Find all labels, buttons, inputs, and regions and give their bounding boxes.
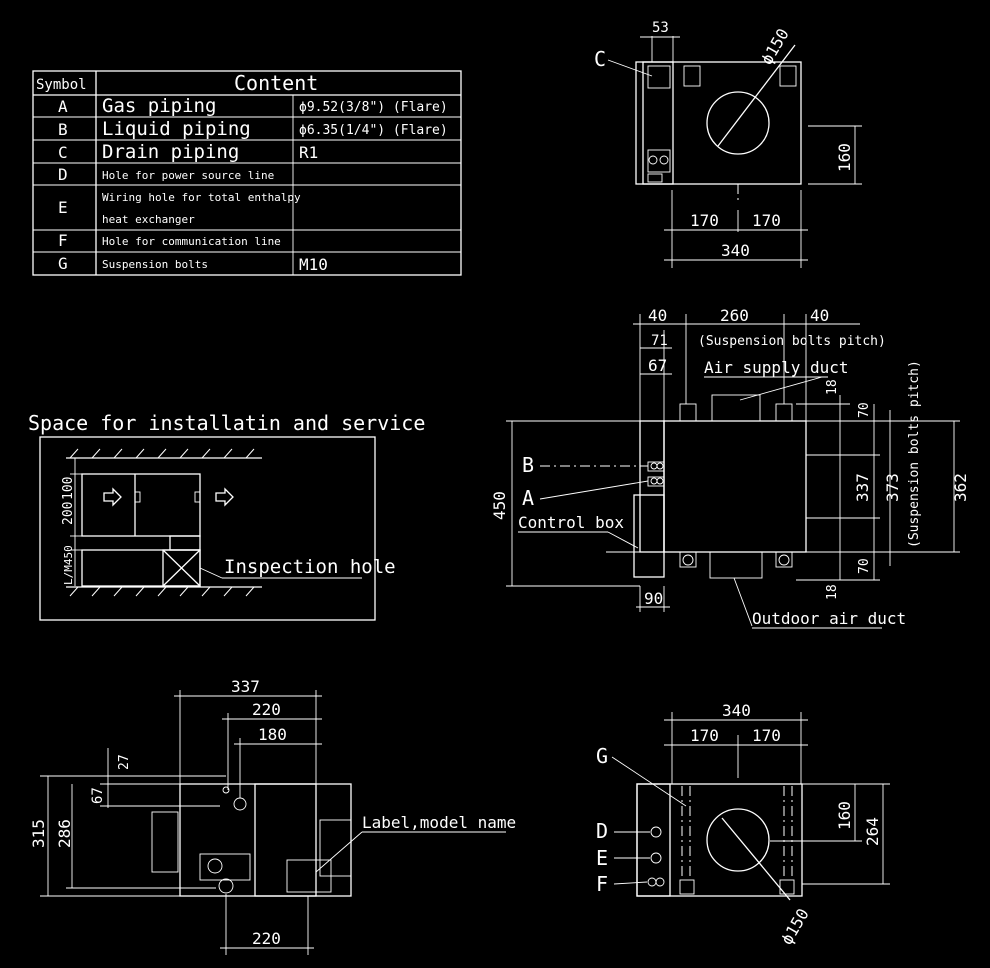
- table-symbol-b: B: [58, 120, 68, 139]
- table-symbol-c: C: [58, 143, 68, 162]
- rear-dim-160: 160: [835, 801, 854, 830]
- table-spec-c: R1: [299, 143, 318, 162]
- top-pitch-note-v: (Suspension bolts pitch): [907, 360, 922, 548]
- installation-space-view: Space for installatin and service: [28, 411, 425, 621]
- side-dim-180: 180: [258, 725, 287, 744]
- top-dim-40a: 40: [648, 306, 667, 325]
- table-spec-a: ϕ9.52(3/8") (Flare): [299, 100, 448, 115]
- symbol-table: Symbol Content A Gas piping ϕ9.52(3/8") …: [32, 70, 462, 276]
- top-pitch-note: (Suspension bolts pitch): [698, 334, 886, 349]
- rear-label-d: D: [596, 819, 608, 843]
- front-view: ϕ150 53 C 160 170 170 340: [594, 20, 862, 268]
- table-header-symbol: Symbol: [36, 77, 87, 93]
- front-dim-53: 53: [652, 20, 669, 36]
- front-dim-340: 340: [721, 241, 750, 260]
- table-symbol-a: A: [58, 97, 68, 116]
- rear-dim-170a: 170: [690, 726, 719, 745]
- top-dim-70a: 70: [857, 402, 872, 418]
- outdoor-air-duct-label: Outdoor air duct: [752, 609, 906, 628]
- table-spec-b: ϕ6.35(1/4") (Flare): [299, 123, 448, 138]
- table-content-a: Gas piping: [102, 95, 216, 117]
- top-dim-67: 67: [648, 356, 667, 375]
- top-dim-90: 90: [644, 589, 663, 608]
- front-dim-170b: 170: [752, 211, 781, 230]
- table-symbol-f: F: [58, 231, 68, 250]
- table-content-g: Suspension bolts: [102, 258, 208, 271]
- inspection-hole-label: Inspection hole: [224, 556, 396, 578]
- rear-dim-264: 264: [863, 817, 882, 846]
- rear-label-g: G: [596, 744, 608, 768]
- side-dim-286: 286: [55, 819, 74, 848]
- table-content-e: Wiring hole for total enthalpy: [102, 191, 301, 204]
- side-dim-27: 27: [117, 754, 132, 770]
- table-symbol-e: E: [58, 198, 68, 217]
- top-view: 40 260 40 71 (Suspension bolts pitch) 67…: [490, 306, 970, 629]
- air-supply-duct-label: Air supply duct: [704, 358, 849, 377]
- table-symbol-d: D: [58, 165, 68, 184]
- top-label-a: A: [522, 486, 534, 510]
- top-dim-373: 373: [883, 473, 902, 502]
- rear-label-f: F: [596, 872, 608, 896]
- space-dim-450: L/M450: [62, 545, 75, 585]
- label-model-name: Label,model name: [362, 813, 516, 832]
- top-dim-71: 71: [651, 333, 668, 349]
- top-dim-40b: 40: [810, 306, 829, 325]
- rear-dia-150: ϕ150: [777, 905, 813, 948]
- side-dim-220b: 220: [252, 929, 281, 948]
- front-label-c: C: [594, 47, 606, 71]
- table-content-c: Drain piping: [102, 141, 239, 163]
- side-view: 337 220 180 27 67 315 286 Label,model na…: [29, 677, 516, 955]
- rear-dim-170b: 170: [752, 726, 781, 745]
- space-dim-100: 100: [61, 477, 76, 500]
- table-symbol-g: G: [58, 254, 68, 273]
- front-dim-160: 160: [835, 143, 854, 172]
- top-dim-337: 337: [853, 473, 872, 502]
- rear-view: ϕ150 340 170 170 160 264 G D E F: [596, 701, 890, 948]
- front-dim-170a: 170: [690, 211, 719, 230]
- top-dim-362: 362: [951, 473, 970, 502]
- top-dim-18b: 18: [825, 584, 840, 600]
- side-dim-315: 315: [29, 819, 48, 848]
- top-dim-18a: 18: [825, 379, 840, 395]
- side-dim-337: 337: [231, 677, 260, 696]
- rear-dim-340: 340: [722, 701, 751, 720]
- top-label-b: B: [522, 453, 534, 477]
- side-dim-220a: 220: [252, 700, 281, 719]
- space-dim-200: 200: [61, 502, 76, 525]
- table-content-b: Liquid piping: [102, 118, 251, 140]
- table-header-content: Content: [234, 71, 318, 95]
- table-content-e2: heat exchanger: [102, 213, 195, 226]
- table-content-f: Hole for communication line: [102, 235, 281, 248]
- space-title: Space for installatin and service: [28, 411, 425, 435]
- table-content-d: Hole for power source line: [102, 169, 274, 182]
- top-dim-450: 450: [490, 491, 509, 520]
- top-dim-260: 260: [720, 306, 749, 325]
- control-box-label: Control box: [518, 513, 624, 532]
- top-dim-70b: 70: [857, 558, 872, 574]
- rear-label-e: E: [596, 846, 608, 870]
- side-dim-67: 67: [90, 787, 106, 804]
- table-spec-g: M10: [299, 255, 328, 274]
